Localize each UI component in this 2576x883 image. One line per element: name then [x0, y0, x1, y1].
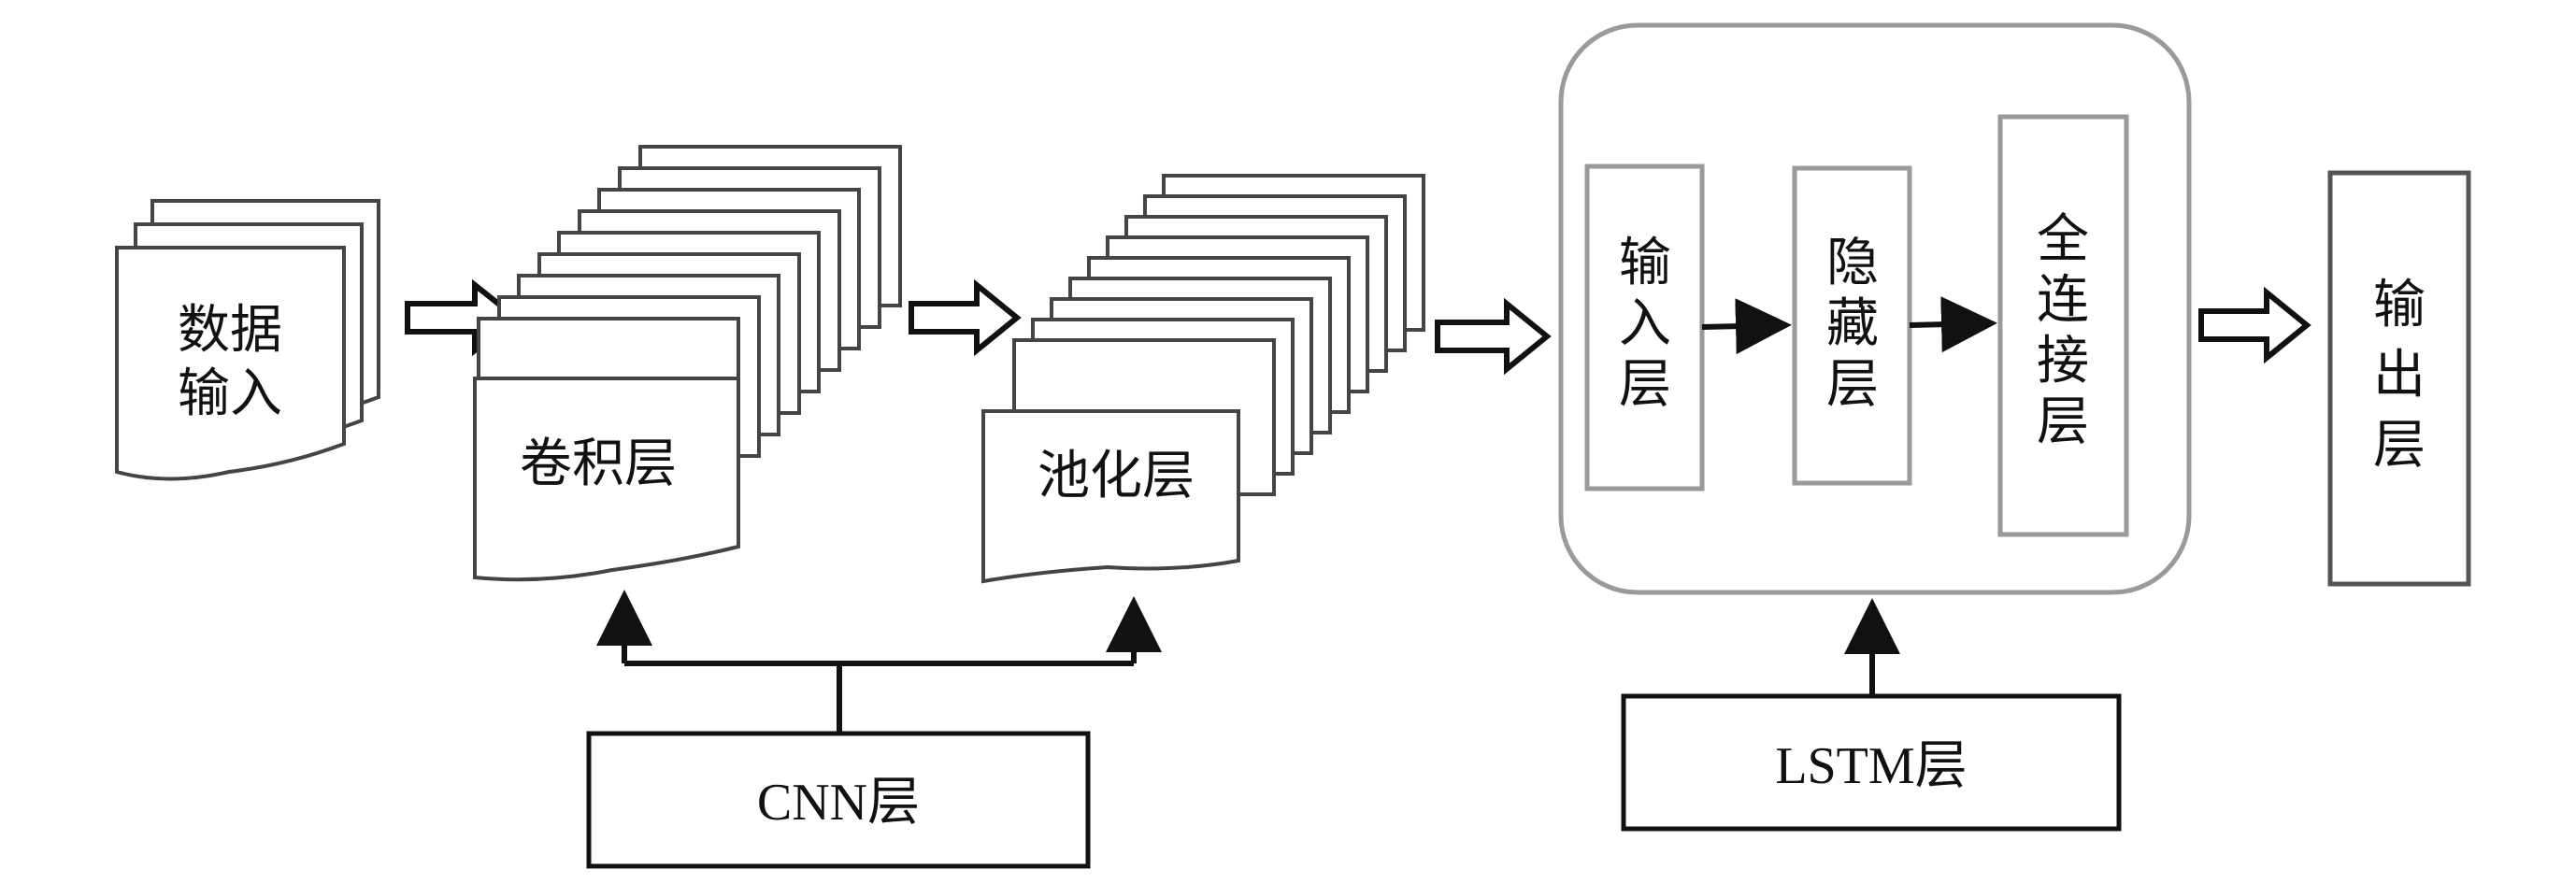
- cnn-layer-box: [586, 731, 1091, 869]
- hollow-arrow-icon: [909, 278, 1022, 357]
- lstm-hidden-char: 层: [1826, 354, 1879, 415]
- lstm-input-char: 层: [1619, 354, 1671, 415]
- conv-front-page: [473, 377, 740, 582]
- output-layer-box: [2327, 170, 2471, 587]
- hollow-arrow-icon: [2198, 286, 2311, 364]
- lstm-input-layer-box: [1584, 164, 1705, 491]
- lstm-fc-char: 接: [2037, 331, 2089, 392]
- arrow-hidden-to-fc: [1909, 296, 1997, 353]
- data-input-label-line1: 数据: [178, 300, 282, 361]
- cnn-connector: [596, 590, 1162, 733]
- lstm-layer-label: LSTM层: [1775, 737, 1967, 795]
- arrow-input-to-hidden: [1701, 298, 1792, 355]
- lstm-fc-char: 连: [2037, 270, 2089, 331]
- lstm-fc-layer-box: [1997, 114, 2129, 537]
- lstm-fc-char: 全: [2037, 209, 2089, 270]
- conv-layer-stack: [473, 145, 902, 582]
- data-input-label-line2: 输入: [178, 363, 282, 424]
- lstm-hidden-layer-box: [1792, 165, 1912, 486]
- output-char: 出: [2373, 345, 2426, 406]
- lstm-hidden-char: 隐: [1826, 233, 1879, 293]
- output-char: 输: [2373, 275, 2426, 335]
- pool-front-page: [981, 409, 1240, 584]
- lstm-fc-char: 层: [2037, 392, 2089, 452]
- conv-layer-label: 卷积层: [520, 434, 677, 494]
- lstm-inner-arrows: [1701, 296, 1997, 355]
- data-input-stack: [115, 199, 380, 481]
- output-char: 层: [2373, 415, 2426, 476]
- hollow-arrow-icon: [1435, 297, 1552, 376]
- pool-layer-label: 池化层: [1038, 446, 1195, 506]
- doc-page-front: [115, 246, 346, 481]
- lstm-layer-box: [1621, 693, 2122, 832]
- pool-layer-stack: [981, 174, 1425, 584]
- lstm-input-char: 输: [1619, 233, 1671, 293]
- cnn-layer-label: CNN层: [757, 774, 920, 832]
- lstm-input-char: 入: [1619, 293, 1671, 354]
- lstm-hidden-char: 藏: [1826, 293, 1879, 354]
